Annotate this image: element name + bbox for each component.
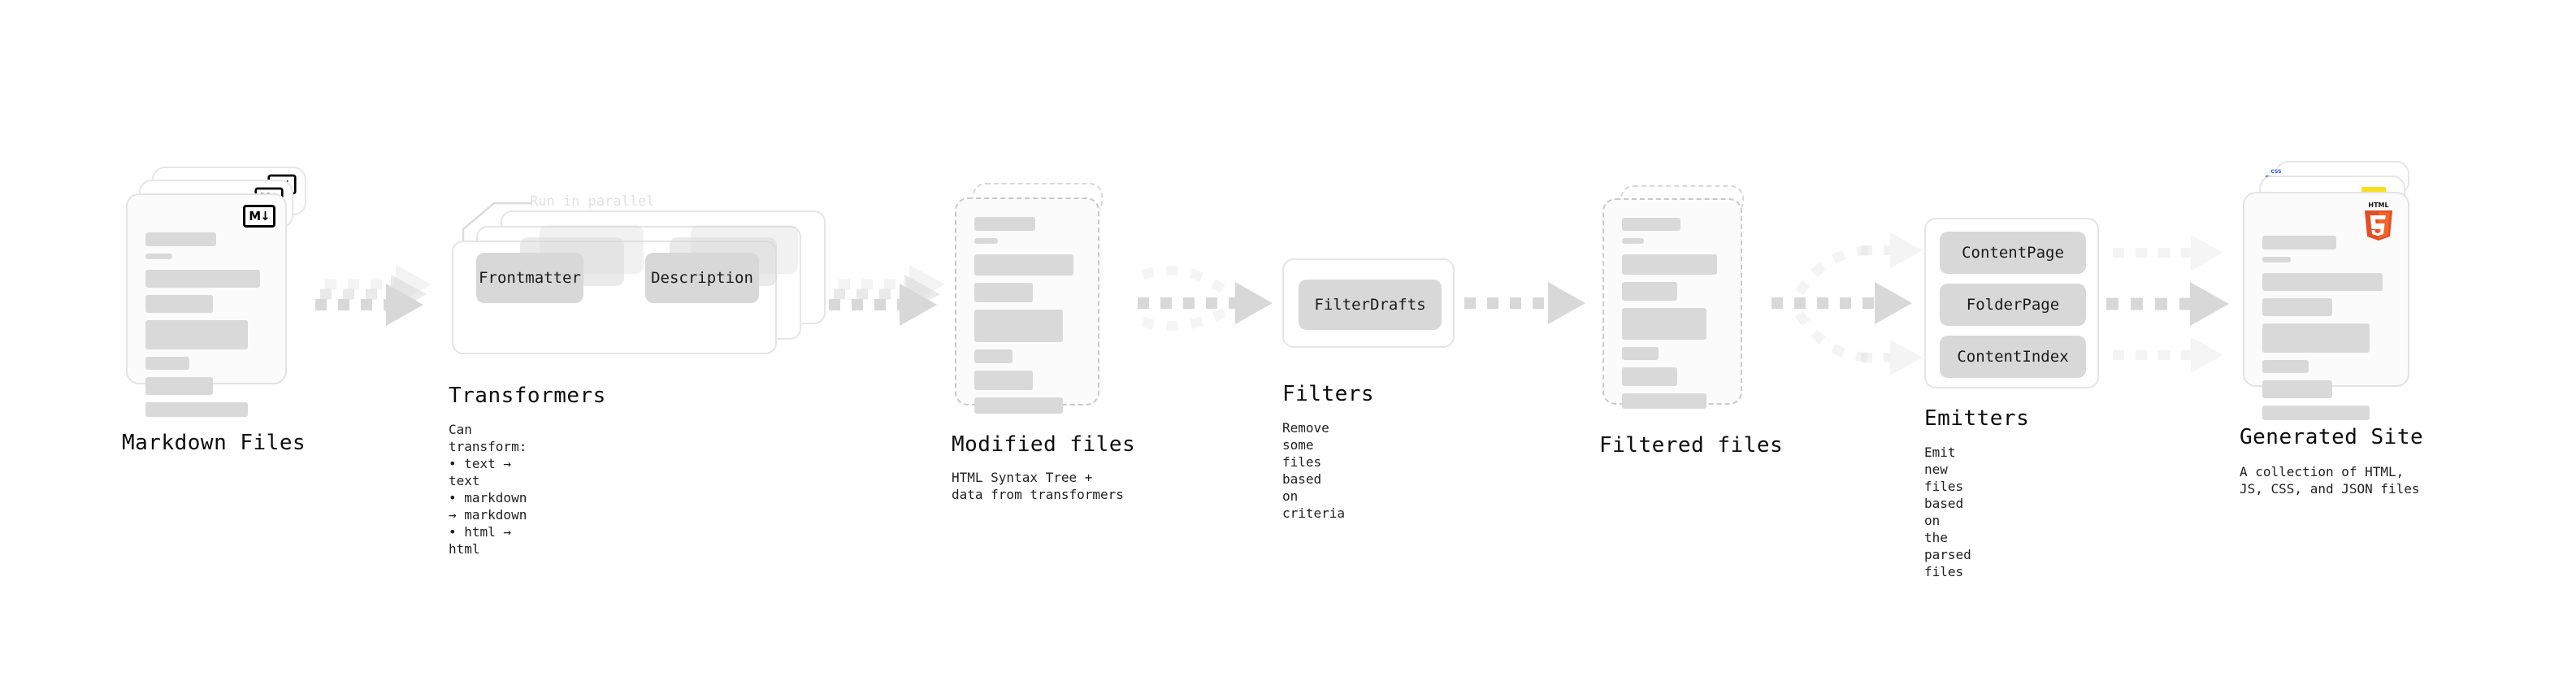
stage-title: Modified files <box>952 432 1136 457</box>
document-skeleton <box>974 217 1080 421</box>
stage-title: Generated Site <box>2240 425 2424 449</box>
site-card-stack: CSS HTML <box>2243 161 2446 420</box>
connector-modified-to-filters <box>1138 266 1273 332</box>
markdown-logo-icon: M↓ <box>243 205 275 228</box>
chip-label: ContentPage <box>1962 244 2064 262</box>
stage-subtitle: Remove some files based on criteria <box>1282 420 1346 521</box>
chip-frontmatter[interactable]: Frontmatter <box>476 253 583 303</box>
chip-description[interactable]: Description <box>645 253 759 303</box>
chip-contentindex[interactable]: ContentIndex <box>1940 336 2086 378</box>
connector-filtered-to-emitters <box>1772 232 1923 375</box>
markdown-card-front: M↓ <box>126 193 287 417</box>
chip-folderpage[interactable]: FolderPage <box>1940 284 2086 326</box>
stage-filtered-files: Filtered files <box>1599 185 1783 458</box>
stage-title: Transformers <box>449 384 606 408</box>
chip-label: Description <box>651 269 753 287</box>
stage-subtitle: A collection of HTML, JS, CSS, and JSON … <box>2240 464 2420 497</box>
document-skeleton <box>1622 218 1723 416</box>
document-skeleton <box>145 232 267 424</box>
modified-card-stack <box>955 183 1142 419</box>
stage-subtitle: Emit new files based on the parsed files <box>1924 445 1971 579</box>
svg-text:HTML: HTML <box>2368 202 2388 209</box>
chip-label: FolderPage <box>1966 296 2060 314</box>
chip-label: ContentIndex <box>1957 348 2069 366</box>
stage-subtitle: HTML Syntax Tree + data from transformer… <box>952 470 1124 502</box>
emitters-box: ContentPage FolderPage ContentIndex <box>1924 218 2099 388</box>
chip-label: Frontmatter <box>479 269 581 287</box>
document-skeleton <box>2262 236 2390 427</box>
connector-markdown-to-transformers <box>315 265 432 326</box>
connector-filters-to-filtered <box>1464 282 1585 324</box>
chip-label: FilterDrafts <box>1314 296 1426 314</box>
site-card-front-html: HTML <box>2243 192 2409 420</box>
stage-title: Emitters <box>1924 406 2030 431</box>
modified-card-front <box>955 197 1099 414</box>
run-in-parallel-label: Run in parallel <box>530 193 655 210</box>
chip-contentpage[interactable]: ContentPage <box>1940 232 2086 274</box>
stage-modified-files: Modified files HTML Syntax Tree + data f… <box>952 183 1142 502</box>
stage-title: Filtered files <box>1599 433 1784 458</box>
stage-title: Markdown Files <box>122 431 306 455</box>
filtered-card-front <box>1602 198 1742 409</box>
filters-box: FilterDrafts <box>1282 258 1455 348</box>
connector-emitters-to-site <box>2106 235 2229 373</box>
stage-subtitle: Can transform: • text → text • markdown … <box>449 422 527 557</box>
markdown-card-stack: M↓ M↓ M↓ <box>126 167 313 417</box>
filtered-card-stack <box>1602 185 1781 421</box>
chip-filterdrafts[interactable]: FilterDrafts <box>1299 280 1442 330</box>
stage-markdown-files: M↓ M↓ M↓ Markdown Files <box>122 167 313 455</box>
stage-title: Filters <box>1282 382 1375 406</box>
html5-logo-icon: HTML <box>2365 202 2392 241</box>
stage-generated-site: CSS HTML <box>2240 161 2446 497</box>
